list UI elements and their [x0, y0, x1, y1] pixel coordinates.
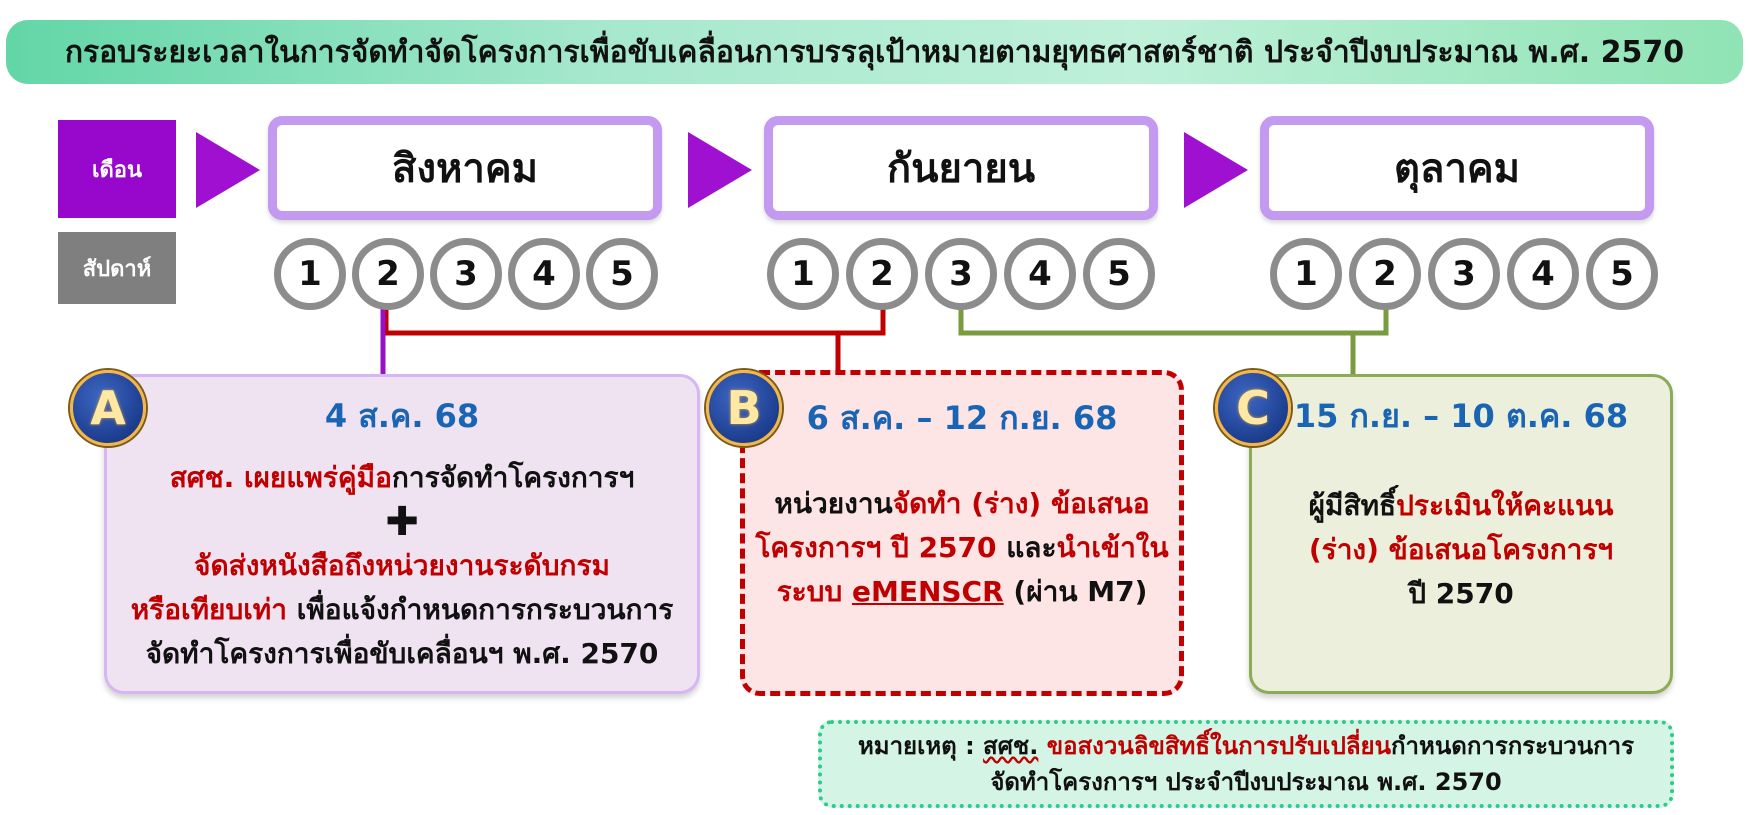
- step-b-text-part: และ: [996, 531, 1057, 564]
- note-box: หมายเหตุ : สศช. ขอสงวนลิขสิทธิ์ในการปรับ…: [818, 720, 1674, 808]
- badge-c: C: [1215, 370, 1291, 446]
- step-c-text: ผู้มีสิทธิ์ประเมินให้คะแนน (ร่าง) ข้อเสน…: [1252, 484, 1670, 616]
- step-card-c: 15 ก.ย. – 10 ต.ค. 68 ผู้มีสิทธิ์ประเมินใ…: [1249, 374, 1673, 694]
- step-c-line-2: (ร่าง) ข้อเสนอโครงการฯ: [1308, 533, 1614, 566]
- step-b-line-1: หน่วยงานจัดทำ (ร่าง) ข้อเสนอ: [745, 482, 1179, 526]
- month-box-august: สิงหาคม: [268, 116, 662, 220]
- note-line-2: จัดทำโครงการฯ ประจำปีงบประมาณ พ.ศ. 2570: [990, 768, 1502, 796]
- month-box-september: กันยายน: [764, 116, 1158, 220]
- step-b-highlight: ระบบ: [776, 575, 852, 608]
- step-b-text-part: (ผ่าน M7): [1003, 575, 1148, 608]
- step-a-highlight: หรือเทียบเท่า: [130, 593, 287, 626]
- week-circle: 5: [1586, 238, 1658, 310]
- step-c-highlight: ประเมินให้คะแนน: [1396, 489, 1614, 522]
- week-circle: 2: [846, 238, 918, 310]
- step-b-highlight: โครงการฯ ปี 2570: [755, 531, 997, 564]
- note-text-part: กำหนดการกระบวนการ: [1391, 732, 1635, 760]
- week-circle: 1: [767, 238, 839, 310]
- badge-a: A: [70, 370, 146, 446]
- week-circle: 4: [1004, 238, 1076, 310]
- step-card-b: 6 ส.ค. – 12 ก.ย. 68 หน่วยงานจัดทำ (ร่าง)…: [740, 370, 1184, 696]
- week-circle: 1: [274, 238, 346, 310]
- month-row-label: เดือน: [58, 120, 176, 218]
- note-org: สศช.: [983, 732, 1039, 760]
- step-a-text-part: การจัดทำโครงการฯ: [391, 461, 635, 494]
- week-circle: 5: [586, 238, 658, 310]
- step-b-text-part: หน่วยงาน: [774, 487, 893, 520]
- step-a-highlight: สศช. เผยแพร่คู่มือ: [169, 461, 392, 494]
- week-circle: 4: [1507, 238, 1579, 310]
- step-c-line-1: ผู้มีสิทธิ์ประเมินให้คะแนน: [1252, 484, 1670, 528]
- step-a-text: สศช. เผยแพร่คู่มือการจัดทำโครงการฯ ✚ จัด…: [107, 456, 697, 676]
- title-bar: กรอบระยะเวลาในการจัดทำจัดโครงการเพื่อขับ…: [6, 20, 1743, 84]
- month-box-october: ตุลาคม: [1260, 116, 1654, 220]
- week-row-label: สัปดาห์: [58, 232, 176, 304]
- system-name: eMENSCR: [851, 575, 1004, 608]
- step-a-line-3: หรือเทียบเท่า เพื่อแจ้งกำหนดการกระบวนการ: [107, 588, 697, 632]
- step-c-date: 15 ก.ย. – 10 ต.ค. 68: [1293, 397, 1629, 435]
- step-b-line-3: ระบบ eMENSCR (ผ่าน M7): [745, 570, 1179, 614]
- arrow-right-icon: [1184, 132, 1248, 208]
- step-b-text: หน่วยงานจัดทำ (ร่าง) ข้อเสนอ โครงการฯ ปี…: [745, 482, 1179, 614]
- step-b-line-2: โครงการฯ ปี 2570 และนำเข้าใน: [745, 526, 1179, 570]
- step-c-line-3: ปี 2570: [1408, 577, 1514, 610]
- note-highlight: ขอสงวนลิขสิทธิ์ในการปรับเปลี่ยน: [1038, 732, 1391, 760]
- badge-b: B: [706, 370, 782, 446]
- page-title: กรอบระยะเวลาในการจัดทำจัดโครงการเพื่อขับ…: [64, 34, 1685, 70]
- step-b-date: 6 ส.ค. – 12 ก.ย. 68: [806, 399, 1118, 437]
- week-circle: 4: [508, 238, 580, 310]
- note-prefix: หมายเหตุ :: [857, 732, 984, 760]
- step-a-date: 4 ส.ค. 68: [324, 397, 480, 435]
- step-a-text-part: เพื่อแจ้งกำหนดการกระบวนการ: [287, 593, 674, 626]
- week-circle: 2: [1349, 238, 1421, 310]
- connector-red-bracket: [383, 306, 886, 336]
- plus-icon: ✚: [385, 499, 419, 545]
- week-circle: 3: [1428, 238, 1500, 310]
- arrow-right-icon: [688, 132, 752, 208]
- arrow-right-icon: [196, 132, 260, 208]
- step-a-line-1: สศช. เผยแพร่คู่มือการจัดทำโครงการฯ: [107, 456, 697, 500]
- week-circle: 1: [1270, 238, 1342, 310]
- step-card-a: 4 ส.ค. 68 สศช. เผยแพร่คู่มือการจัดทำโครง…: [104, 374, 700, 694]
- step-c-text-part: ผู้มีสิทธิ์: [1308, 489, 1397, 522]
- week-circle: 2: [352, 238, 424, 310]
- step-a-line-2: จัดส่งหนังสือถึงหน่วยงานระดับกรม: [194, 549, 610, 582]
- step-b-highlight: นำเข้าใน: [1056, 531, 1169, 564]
- step-a-line-4: จัดทำโครงการเพื่อขับเคลื่อนฯ พ.ศ. 2570: [145, 637, 659, 670]
- step-b-highlight: จัดทำ (ร่าง) ข้อเสนอ: [892, 487, 1150, 520]
- week-circle: 5: [1083, 238, 1155, 310]
- week-circle: 3: [430, 238, 502, 310]
- connector-green-bracket: [958, 306, 1389, 336]
- note-line-1: หมายเหตุ : สศช. ขอสงวนลิขสิทธิ์ในการปรับ…: [858, 728, 1634, 764]
- week-circle: 3: [925, 238, 997, 310]
